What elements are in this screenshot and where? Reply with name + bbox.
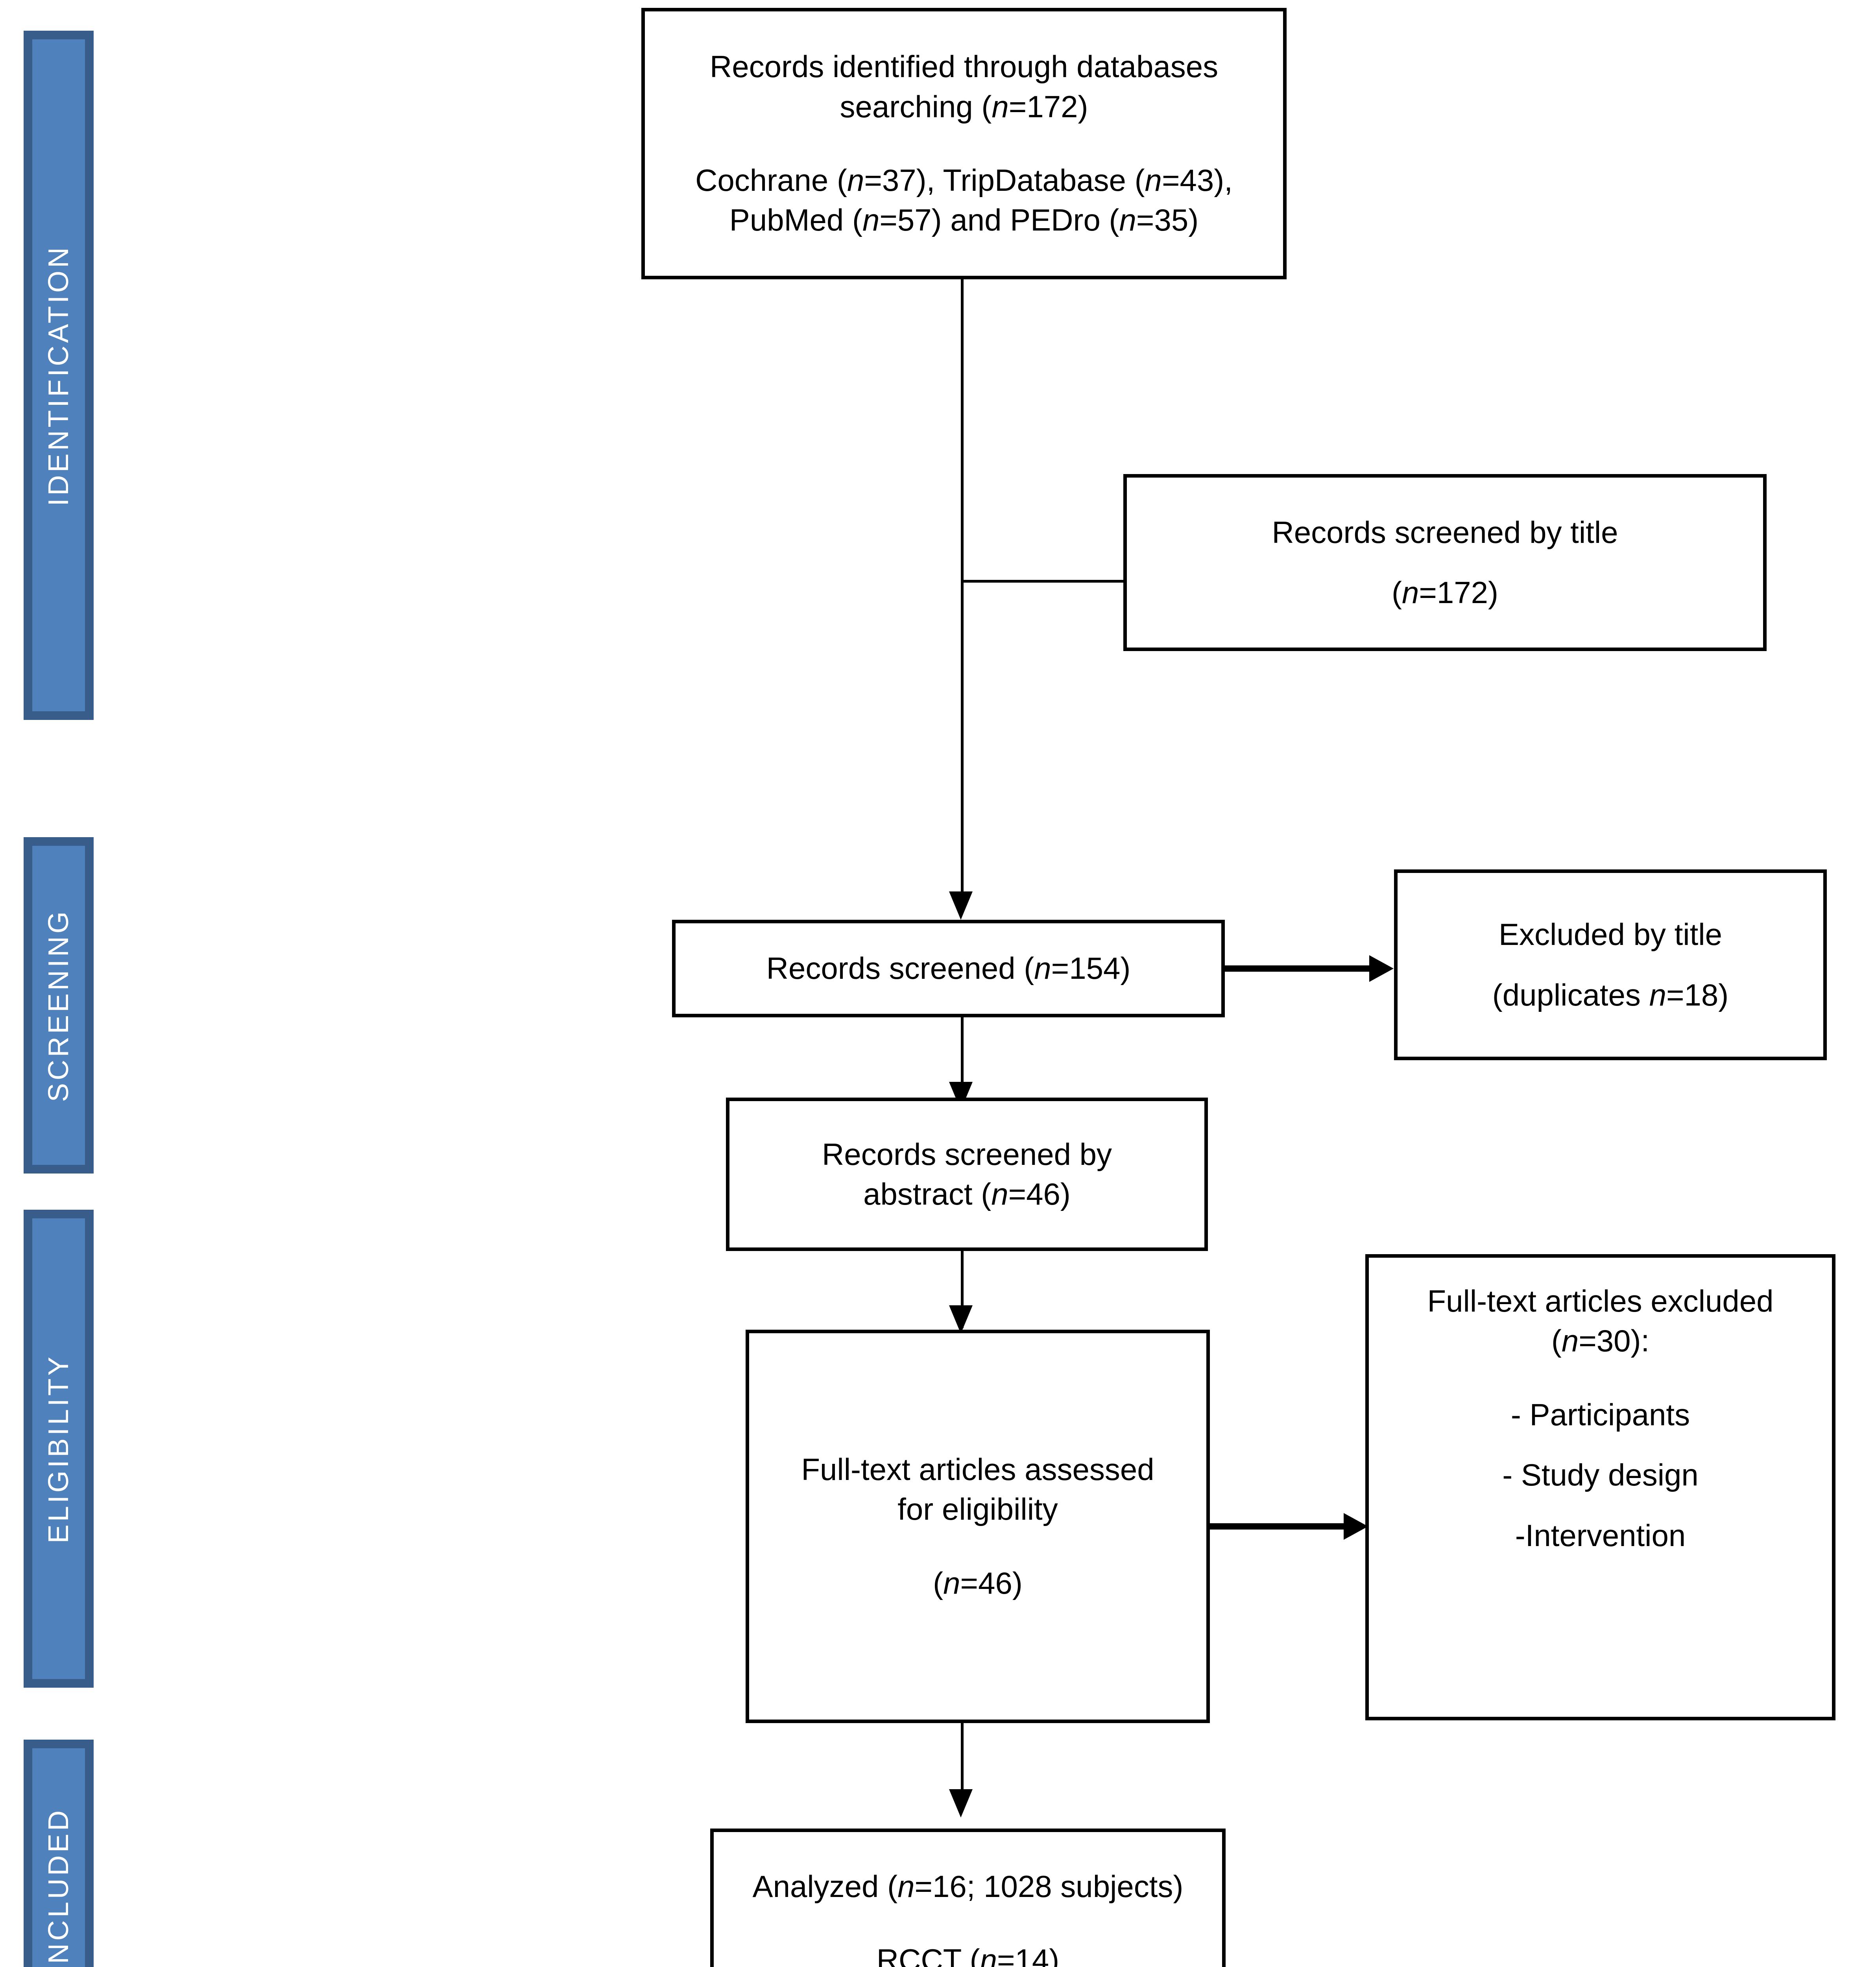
fulltext-excluded-count: =30): [1579,1323,1650,1358]
analyzed-line1: Analyzed (n=16; 1028 subjects) [727,1867,1209,1906]
records-identified-line3-mid: =37), TripDatabase ( [864,163,1145,197]
analyzed-n: n [897,1869,915,1904]
fulltext-assessed-n: n [943,1565,960,1600]
box-records-screened: Records screened (n=154) [672,920,1225,1017]
records-identified-line4-n1: n [862,203,880,238]
analyzed-line2-rcct: RCCT (n=14) [727,1940,1209,1967]
screened-by-title-paren-open: ( [1391,575,1402,610]
fulltext-excluded-n: n [1561,1323,1579,1358]
screened-by-title-n: n [1401,575,1419,610]
box-records-identified: Records identified through databases sea… [641,8,1287,279]
connector-vertical-to-screened-by-abstract [961,1017,964,1098]
analyzed-count: =16; 1028 subjects) [914,1869,1184,1904]
records-identified-line3: Cochrane (n=37), TripDatabase (n=43), [658,161,1270,200]
excluded-by-title-line1: Excluded by title [1499,917,1722,952]
records-identified-line3-tail: =43), [1161,163,1233,197]
analyzed-rcct-head: RCCT ( [876,1943,980,1967]
records-screened-head: Records screened ( [766,951,1034,986]
arrowhead-to-excluded-by-title [1369,955,1394,982]
screened-by-title-line2: (n=172) [1140,573,1750,613]
records-identified-line2-head: searching ( [840,89,992,124]
stage-bar-screening: SCREENING [24,837,94,1174]
records-identified-line4-head: PubMed ( [729,203,862,238]
excluded-by-title-n: n [1649,977,1666,1012]
connector-vertical-to-fulltext-assessed [961,1251,964,1328]
connector-horizontal-to-fulltext-excluded [1210,1523,1359,1530]
fulltext-assessed-line1: Full-text articles assessed [801,1452,1154,1487]
box-records-screened-by-abstract: Records screened by abstract (n=46) [726,1098,1208,1251]
excluded-by-title-count: =18) [1666,977,1729,1012]
fulltext-assessed-line3: (n=46) [763,1563,1193,1603]
screened-by-abstract-line2: abstract (n=46) [743,1174,1191,1214]
screened-by-title-count: =172) [1419,575,1499,610]
connector-vertical-to-analyzed [961,1723,964,1806]
fulltext-excluded-reason-study-design: - Study design [1502,1458,1699,1493]
records-screened-n: n [1034,951,1051,986]
fulltext-excluded-line2: (n=30): [1382,1321,1819,1361]
arrowhead-to-fulltext-assessed [949,1305,973,1334]
analyzed-rcct-count: =14) [997,1943,1060,1967]
screened-by-abstract-head: abstract ( [863,1177,992,1211]
box-fulltext-assessed: Full-text articles assessed for eligibil… [746,1330,1210,1723]
connector-horizontal-to-excluded-by-title [1225,965,1384,972]
stage-bar-eligibility: ELIGIBILITY [24,1210,94,1688]
records-identified-line4-tail: =35) [1136,203,1199,238]
records-identified-line3-n1: n [847,163,864,197]
arrowhead-to-fulltext-excluded [1344,1513,1368,1540]
records-identified-line1: Records identified through databases [709,49,1219,84]
stage-label-screening: SCREENING [43,908,74,1102]
records-identified-line2-tail: =172) [1008,89,1088,124]
screened-by-abstract-line1: Records screened by [822,1137,1112,1172]
stage-label-included: INCLUDED [43,1807,74,1967]
records-identified-line3-head: Cochrane ( [695,163,847,197]
stage-label-identification: IDENTIFICATION [43,244,74,506]
records-identified-line3-n2: n [1145,163,1162,197]
records-screened-count: =154) [1051,951,1131,986]
arrowhead-to-analyzed [949,1789,973,1818]
fulltext-excluded-reason-intervention: -Intervention [1515,1518,1686,1553]
records-identified-line4-mid: =57) and PEDro ( [879,203,1119,238]
box-records-screened-by-title: Records screened by title (n=172) [1123,474,1767,651]
fulltext-excluded-paren-open: ( [1551,1323,1562,1358]
records-identified-line4-n2: n [1119,203,1136,238]
box-analyzed: Analyzed (n=16; 1028 subjects) RCCT (n=1… [710,1829,1226,1967]
fulltext-excluded-reason-participants: - Participants [1510,1397,1690,1432]
screened-by-title-line1: Records screened by title [1272,515,1618,550]
box-excluded-by-title: Excluded by title (duplicates n=18) [1394,869,1827,1060]
connector-horizontal-to-screened-by-title [961,580,1126,583]
box-fulltext-excluded: Full-text articles excluded (n=30): - Pa… [1365,1254,1835,1720]
fulltext-assessed-paren-open: ( [933,1565,944,1600]
stage-bar-identification: IDENTIFICATION [24,31,94,720]
analyzed-head: Analyzed ( [752,1869,898,1904]
fulltext-excluded-line1: Full-text articles excluded [1427,1284,1774,1318]
records-identified-line2: searching (n=172) [658,87,1270,127]
stage-bar-included: INCLUDED [24,1740,94,1967]
records-screened-line1: Records screened (n=154) [689,948,1208,988]
stage-label-eligibility: ELIGIBILITY [43,1354,74,1544]
screened-by-abstract-count: =46) [1008,1177,1071,1211]
screened-by-abstract-n: n [991,1177,1008,1211]
fulltext-assessed-line2: for eligibility [897,1492,1058,1527]
records-identified-line4: PubMed (n=57) and PEDro (n=35) [658,200,1270,240]
analyzed-rcct-n: n [980,1943,997,1967]
fulltext-assessed-count: =46) [960,1565,1023,1600]
excluded-by-title-prefix: (duplicates [1492,977,1649,1012]
excluded-by-title-line2: (duplicates n=18) [1411,975,1810,1015]
records-identified-line2-n: n [992,89,1009,124]
arrowhead-to-records-screened [949,891,973,920]
connector-vertical-main-trunk [961,279,964,905]
